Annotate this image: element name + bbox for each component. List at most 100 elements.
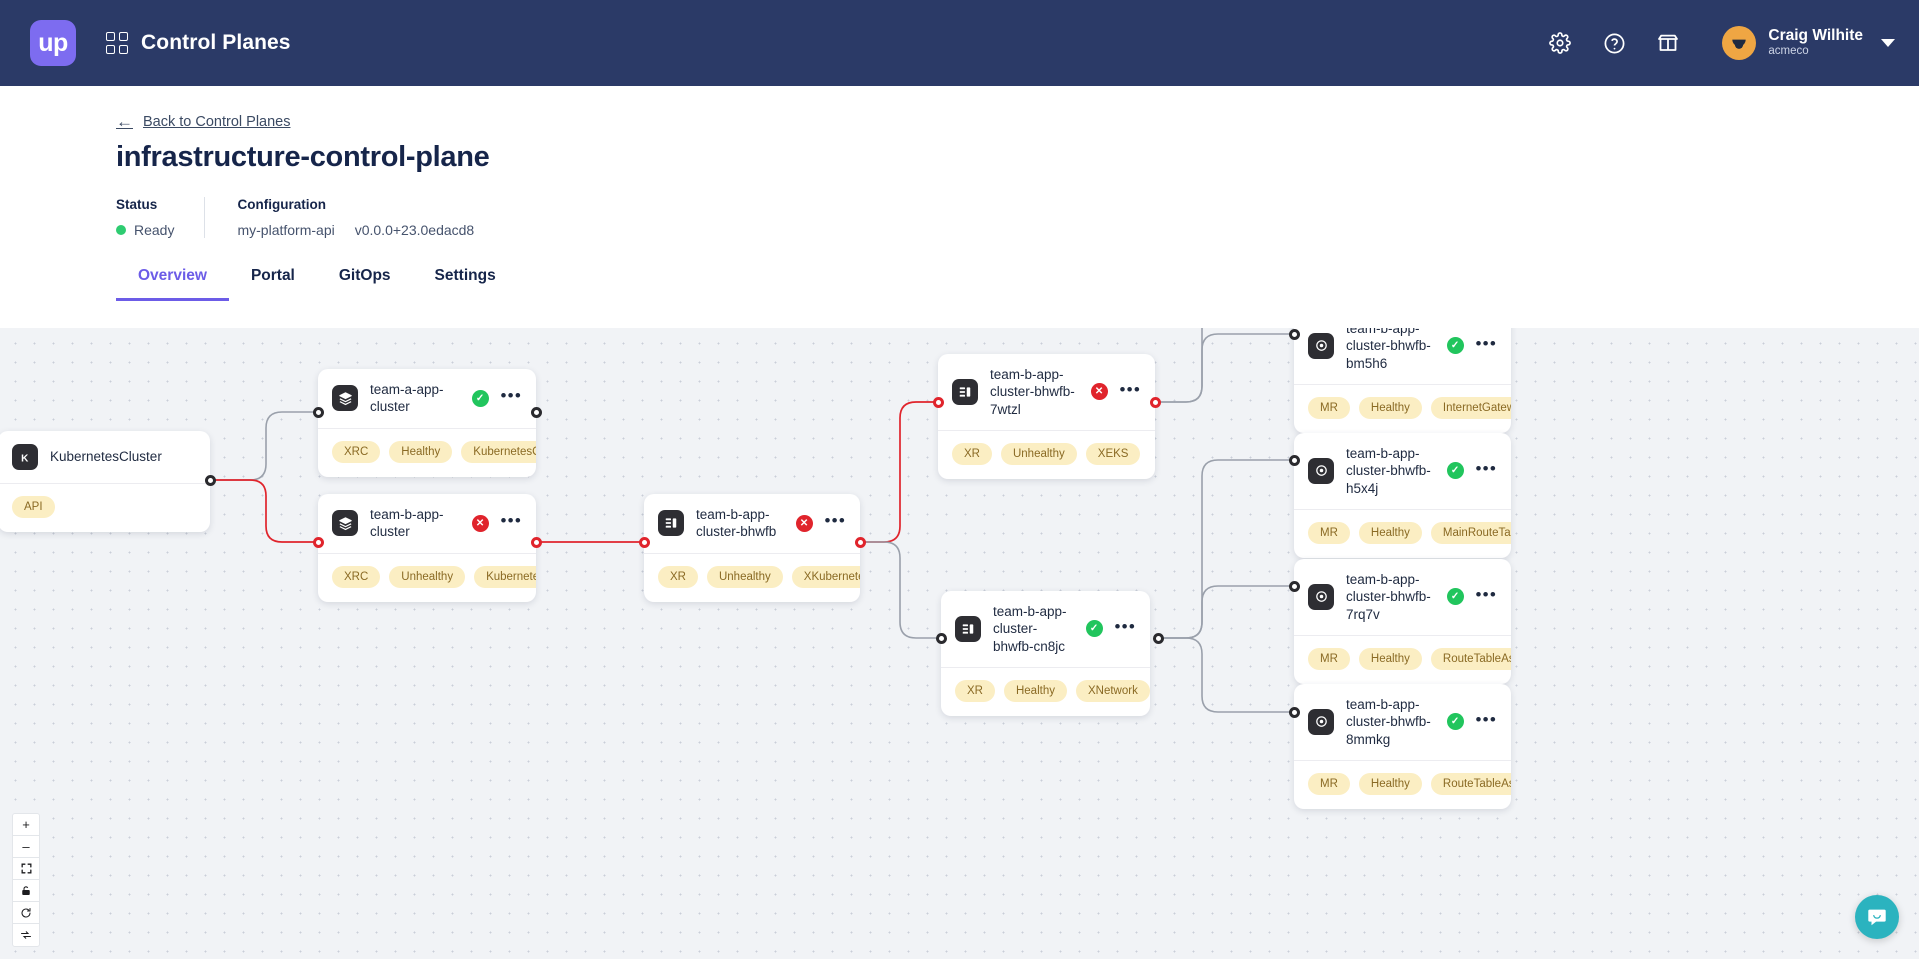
node-header: team-a-app-cluster ✓ ••• (318, 369, 536, 428)
edge-handle[interactable] (1150, 397, 1161, 408)
node-title: team-b-app-cluster-bhwfb-h5x4j (1346, 446, 1431, 496)
node-header: team-b-app-cluster-bhwfb ✕ ••• (644, 494, 860, 553)
chip: RouteTableAssociation (1430, 647, 1511, 670)
status-value-row: Ready (116, 222, 174, 238)
tab-gitops[interactable]: GitOps (338, 267, 391, 284)
chip: Healthy (1358, 772, 1422, 795)
node-title: team-a-app-cluster (370, 382, 444, 415)
edge-handle[interactable] (639, 537, 650, 548)
edge-handle[interactable] (1289, 707, 1300, 718)
marketplace-icon[interactable] (1654, 29, 1682, 57)
chip: MR (1308, 521, 1350, 544)
target-icon (1308, 708, 1334, 735)
node-menu-button[interactable]: ••• (500, 511, 522, 531)
node-title: team-b-app-cluster-bhwfb-bm5h6 (1346, 328, 1431, 371)
chip: InternetGateway (1430, 396, 1511, 419)
graph-node[interactable]: K KubernetesCluster API (0, 431, 210, 532)
graph-node[interactable]: team-b-app-cluster-bhwfb-bm5h6 ✓ ••• MR … (1294, 328, 1511, 433)
graph-node[interactable]: team-a-app-cluster ✓ ••• XRC Healthy Kub… (318, 369, 536, 477)
chip: XKubernetesCluster (791, 565, 860, 588)
arrow-left-icon: ← (116, 112, 133, 131)
edge-handle[interactable] (1289, 329, 1300, 340)
edge-handle[interactable] (313, 407, 324, 418)
graph-node[interactable]: team-b-app-cluster-bhwfb-h5x4j ✓ ••• MR … (1294, 433, 1511, 558)
edge-handle[interactable] (205, 475, 216, 486)
node-menu-button[interactable]: ••• (1475, 584, 1497, 604)
configuration-label: Configuration (237, 197, 326, 212)
chip: Unhealthy (706, 565, 783, 588)
help-icon[interactable] (1600, 29, 1628, 57)
edge-handle[interactable] (1289, 455, 1300, 466)
status-error-icon: ✕ (795, 514, 813, 532)
node-chips: MR Healthy RouteTableAssociation (1294, 759, 1511, 809)
nav-right-group: Craig Wilhite acmeco (1546, 26, 1895, 60)
chip: MR (1308, 647, 1350, 670)
node-header: team-b-app-cluster-bhwfb-bm5h6 ✓ ••• (1294, 328, 1511, 384)
node-chips: XRC Unhealthy KubernetesCluster (318, 552, 536, 602)
graph-node[interactable]: team-b-app-cluster-bhwfb-7rq7v ✓ ••• MR … (1294, 559, 1511, 684)
chip: API (12, 496, 55, 518)
edge-handle[interactable] (313, 537, 324, 548)
grid-icon (106, 32, 128, 54)
graph-node[interactable]: team-b-app-cluster ✕ ••• XRC Unhealthy K… (318, 494, 536, 602)
node-menu-button[interactable]: ••• (1475, 458, 1497, 478)
node-header: team-b-app-cluster-bhwfb-h5x4j ✓ ••• (1294, 433, 1511, 509)
top-navbar: up Control Planes (0, 0, 1919, 86)
refresh-icon[interactable] (13, 924, 39, 946)
chip: XR (952, 442, 992, 465)
node-menu-button[interactable]: ••• (1475, 333, 1497, 353)
chip: XRC (332, 440, 381, 463)
upbound-logo[interactable]: up (30, 20, 76, 66)
edge-handle[interactable] (933, 397, 944, 408)
node-title: team-b-app-cluster-bhwfb-8mmkg (1346, 697, 1431, 747)
graph-node[interactable]: team-b-app-cluster-bhwfb-cn8jc ✓ ••• XR … (941, 591, 1150, 716)
tab-settings[interactable]: Settings (434, 267, 496, 284)
node-menu-button[interactable]: ••• (1114, 616, 1136, 636)
layers-icon (332, 385, 358, 412)
edge-handle[interactable] (1289, 581, 1300, 592)
zoom-in-button[interactable]: + (13, 814, 39, 836)
reset-icon[interactable] (13, 902, 39, 924)
chip: XR (955, 679, 995, 702)
resource-graph-canvas[interactable]: K KubernetesCluster API team-a-app-clust… (0, 328, 1919, 959)
edge-handle[interactable] (855, 537, 866, 548)
node-menu-button[interactable]: ••• (500, 386, 522, 406)
svg-text:K: K (21, 453, 29, 464)
chevron-down-icon[interactable] (1881, 39, 1895, 47)
tab-overview[interactable]: Overview (116, 267, 229, 301)
avatar (1722, 26, 1757, 60)
zoom-out-button[interactable]: – (13, 836, 39, 858)
lock-icon[interactable] (13, 880, 39, 902)
user-name: Craig Wilhite (1768, 27, 1863, 45)
back-to-control-planes-link[interactable]: ← Back to Control Planes (116, 113, 291, 130)
nav-title-group[interactable]: Control Planes (106, 31, 291, 55)
node-chips: MR Healthy MainRouteTableAssociation (1294, 508, 1511, 558)
chip: Unhealthy (1000, 442, 1077, 465)
graph-node[interactable]: team-b-app-cluster-bhwfb-7wtzl ✕ ••• XR … (938, 354, 1155, 479)
edge-handle[interactable] (531, 537, 542, 548)
node-menu-button[interactable]: ••• (1119, 379, 1141, 399)
chip: KubernetesCluster (474, 565, 536, 588)
node-menu-button[interactable]: ••• (824, 511, 846, 531)
edge-handle[interactable] (531, 407, 542, 418)
graph-node[interactable]: team-b-app-cluster-bhwfb ✕ ••• XR Unheal… (644, 494, 860, 602)
chip: MR (1308, 772, 1350, 795)
gear-icon[interactable] (1546, 29, 1574, 57)
status-label: Status (116, 197, 158, 212)
node-header: team-b-app-cluster-bhwfb-8mmkg ✓ ••• (1294, 684, 1511, 760)
chat-launcher-button[interactable] (1855, 895, 1899, 939)
node-header: team-b-app-cluster-bhwfb-7rq7v ✓ ••• (1294, 559, 1511, 635)
node-header: K KubernetesCluster (0, 431, 210, 483)
edge-handle[interactable] (1153, 633, 1164, 644)
edge-handle[interactable] (936, 633, 947, 644)
list-icon (952, 378, 978, 405)
graph-node[interactable]: team-b-app-cluster-bhwfb-8mmkg ✓ ••• MR … (1294, 684, 1511, 809)
user-menu[interactable]: Craig Wilhite acmeco (1722, 26, 1895, 60)
node-menu-button[interactable]: ••• (1475, 709, 1497, 729)
fit-view-icon[interactable] (13, 858, 39, 880)
graph-edges (210, 328, 1294, 713)
target-icon (1308, 583, 1334, 610)
chip: XNetwork (1075, 679, 1150, 702)
node-chips: MR Healthy InternetGateway (1294, 383, 1511, 433)
tab-portal[interactable]: Portal (250, 267, 295, 284)
